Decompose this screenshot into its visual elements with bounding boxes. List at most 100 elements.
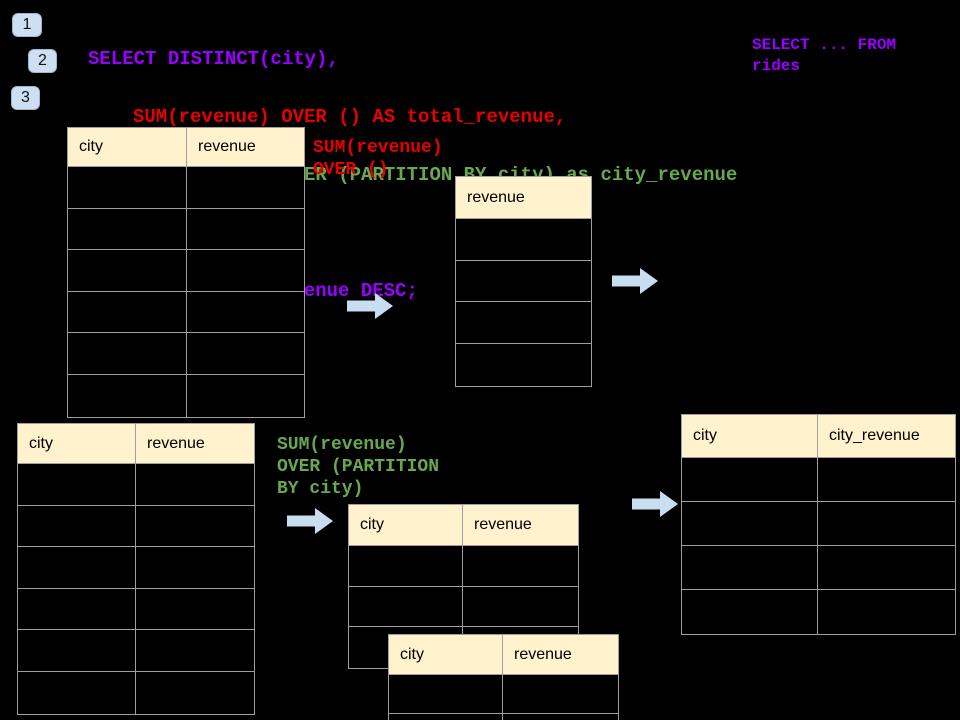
step-badge-2: 2 xyxy=(28,49,57,73)
empty-cell xyxy=(818,458,955,501)
empty-cell xyxy=(187,292,304,333)
table-empty-row xyxy=(682,546,955,590)
empty-cell xyxy=(456,302,591,343)
table-empty-row xyxy=(456,302,591,345)
empty-cell xyxy=(187,209,304,250)
sql-line-sum-over: SUM(revenue) OVER () AS total_revenue, xyxy=(133,106,567,128)
empty-cell xyxy=(456,219,591,260)
table-empty-row xyxy=(349,586,578,628)
table-empty-row xyxy=(682,458,955,502)
table-empty-row xyxy=(456,261,591,303)
empty-cell xyxy=(18,505,136,547)
column-header: revenue xyxy=(147,434,205,452)
table-empty-row xyxy=(18,547,254,589)
table-empty-row xyxy=(682,590,955,634)
flow-arrow-icon xyxy=(287,508,333,534)
table-empty-row xyxy=(68,208,304,251)
column-header: revenue xyxy=(467,188,525,206)
table-header-row: city revenue xyxy=(389,635,618,675)
table-empty-row xyxy=(349,546,578,587)
empty-cell xyxy=(389,714,503,720)
empty-cell xyxy=(503,714,618,720)
table-empty-row xyxy=(68,333,304,375)
table-empty-row xyxy=(389,675,618,714)
table-empty-row xyxy=(389,714,618,720)
empty-cell xyxy=(818,546,955,589)
empty-cell xyxy=(682,458,818,501)
flow-arrow-icon xyxy=(612,268,658,294)
empty-cell xyxy=(136,589,254,630)
empty-cell xyxy=(68,333,187,374)
empty-cell xyxy=(68,250,187,291)
table-empty-row xyxy=(456,219,591,261)
empty-cell xyxy=(818,590,955,634)
flow-arrow-icon xyxy=(632,491,678,517)
step-badge-label: 1 xyxy=(22,16,32,33)
empty-cell xyxy=(136,672,254,714)
table-partition-step-overlay: city revenue xyxy=(388,634,619,720)
empty-cell xyxy=(18,630,136,671)
table-empty-row xyxy=(18,505,254,548)
table-source-bottom: city revenue xyxy=(17,423,255,715)
empty-cell xyxy=(682,502,818,545)
table-empty-row xyxy=(68,250,304,292)
step-badge-label: 3 xyxy=(21,89,30,106)
empty-cell xyxy=(456,261,591,302)
column-header: city_revenue xyxy=(829,427,920,444)
table-empty-row xyxy=(68,167,304,209)
empty-cell xyxy=(136,506,254,547)
empty-cell xyxy=(187,333,304,374)
column-header: revenue xyxy=(198,138,256,155)
column-header: city xyxy=(68,128,187,166)
empty-cell xyxy=(682,590,818,634)
table-source-top: city revenue xyxy=(67,127,305,418)
empty-cell xyxy=(456,344,591,386)
table-header-row: city revenue xyxy=(68,128,304,167)
empty-cell xyxy=(187,167,304,208)
empty-cell xyxy=(18,588,136,630)
annotation-partition: SUM(revenue) OVER (PARTITION BY city) xyxy=(277,435,440,499)
sql-line-select: SELECT DISTINCT(city), xyxy=(88,48,339,70)
step-badge-1: 1 xyxy=(12,13,42,37)
annotation-total-revenue: SUM(revenue) OVER () xyxy=(313,138,443,180)
table-total-revenue-result: revenue xyxy=(455,176,592,387)
column-header: city xyxy=(18,424,136,463)
step-badge-3: 3 xyxy=(11,86,40,110)
empty-cell xyxy=(18,547,136,588)
column-header: revenue xyxy=(514,645,572,663)
empty-cell xyxy=(682,546,818,589)
side-note-code: SELECT ... FROM rides xyxy=(752,36,897,75)
empty-cell xyxy=(136,630,254,671)
empty-cell xyxy=(389,675,503,713)
step-badge-label: 2 xyxy=(38,52,47,69)
table-empty-row xyxy=(68,374,304,417)
empty-cell xyxy=(463,587,578,627)
empty-cell xyxy=(68,374,187,417)
column-header: city xyxy=(389,635,503,674)
table-header-row: revenue xyxy=(456,177,591,219)
table-empty-row xyxy=(68,291,304,334)
table-header-row: city revenue xyxy=(349,505,578,546)
table-header-row: city revenue xyxy=(18,424,254,464)
table-empty-row xyxy=(18,588,254,631)
empty-cell xyxy=(136,547,254,588)
empty-cell xyxy=(68,208,187,250)
empty-cell xyxy=(187,250,304,291)
table-city-revenue-result: city city_revenue xyxy=(681,414,956,635)
table-empty-row xyxy=(682,502,955,546)
empty-cell xyxy=(187,375,304,417)
table-empty-row xyxy=(18,671,254,714)
table-empty-row xyxy=(456,344,591,386)
empty-cell xyxy=(349,586,463,627)
empty-cell xyxy=(68,167,187,208)
column-header: city xyxy=(682,415,818,457)
flow-arrow-icon xyxy=(347,293,393,319)
column-header: city xyxy=(349,505,463,545)
empty-cell xyxy=(136,464,254,505)
empty-cell xyxy=(349,546,463,586)
empty-cell xyxy=(18,671,136,714)
empty-cell xyxy=(18,464,136,505)
column-header: revenue xyxy=(474,516,532,533)
empty-cell xyxy=(818,502,955,545)
